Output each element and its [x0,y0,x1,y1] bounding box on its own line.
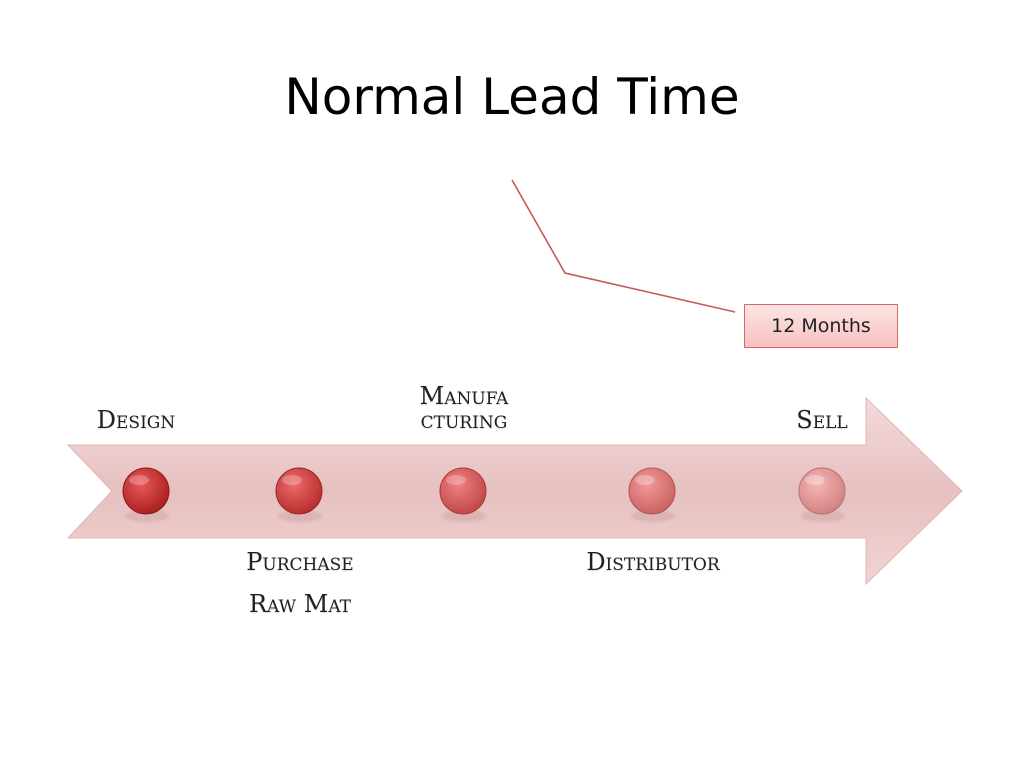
slide-title: Normal Lead Time [284,68,740,126]
step-label-sell: Sell [796,406,848,434]
callout-leader-line [511,179,736,313]
step-label-purchase: Purchase [246,548,354,576]
step-label-manufacturing-line-2: cturing [420,406,508,434]
step-label-distributor: Distributor [586,548,720,576]
timeline-dots [122,467,846,522]
timeline-dot-design [122,467,170,515]
timeline-dot-distributor [628,467,676,515]
step-label-raw-mat: Raw Mat [248,590,352,618]
step-label-manufacturing-line-1: Manufa [419,382,509,410]
timeline-arrow [66,396,963,586]
timeline-dot-sell [798,467,846,515]
callout-box: 12 Months [744,304,898,348]
step-label-design: Design [96,406,176,434]
timeline-dot-manufacturing [439,467,487,515]
timeline-dot-purchase [275,467,323,515]
